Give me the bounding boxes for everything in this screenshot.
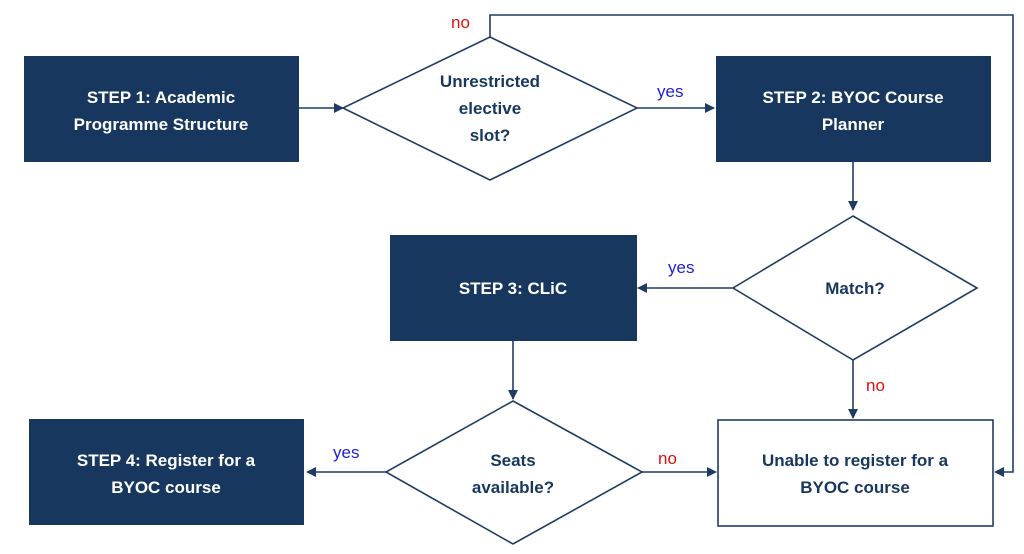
unable-box: Unable to register for a BYOC course	[717, 419, 994, 527]
label-elective-yes: yes	[657, 82, 683, 101]
step3-line1: STEP 3: CLiC	[459, 279, 567, 298]
step2-line1: STEP 2: BYOC Course	[762, 88, 943, 107]
step4-box: STEP 4: Register for a BYOC course	[29, 419, 304, 525]
decision-match-line1: Match?	[825, 279, 885, 298]
decision-seats: Seats available?	[384, 400, 644, 545]
decision-elective-line2: elective	[459, 99, 521, 118]
decision-elective-line3: slot?	[470, 126, 511, 145]
label-elective-no: no	[451, 13, 470, 32]
step1-line1: STEP 1: Academic	[87, 88, 235, 107]
label-seats-no: no	[658, 449, 677, 468]
edge-elective-no-to-unable	[489, 14, 1014, 477]
step1-box: STEP 1: Academic Programme Structure	[24, 56, 299, 162]
unable-line2: BYOC course	[800, 478, 910, 497]
step4-line2: BYOC course	[111, 478, 221, 497]
label-seats-yes: yes	[333, 443, 359, 462]
decision-elective-line1: Unrestricted	[440, 72, 540, 91]
decision-seats-line1: Seats	[490, 451, 535, 470]
step3-box: STEP 3: CLiC	[390, 235, 637, 341]
step4-line1: STEP 4: Register for a	[77, 451, 256, 470]
label-match-yes: yes	[668, 258, 694, 277]
step2-box: STEP 2: BYOC Course Planner	[716, 56, 991, 162]
unable-line1: Unable to register for a	[762, 451, 949, 470]
connectors	[299, 14, 1014, 477]
step2-line2: Planner	[822, 115, 885, 134]
decision-elective-slot: Unrestricted elective slot?	[341, 36, 639, 181]
step1-line2: Programme Structure	[74, 115, 249, 134]
label-match-no: no	[866, 376, 885, 395]
decision-match: Match?	[731, 215, 979, 361]
decision-seats-line2: available?	[472, 478, 554, 497]
